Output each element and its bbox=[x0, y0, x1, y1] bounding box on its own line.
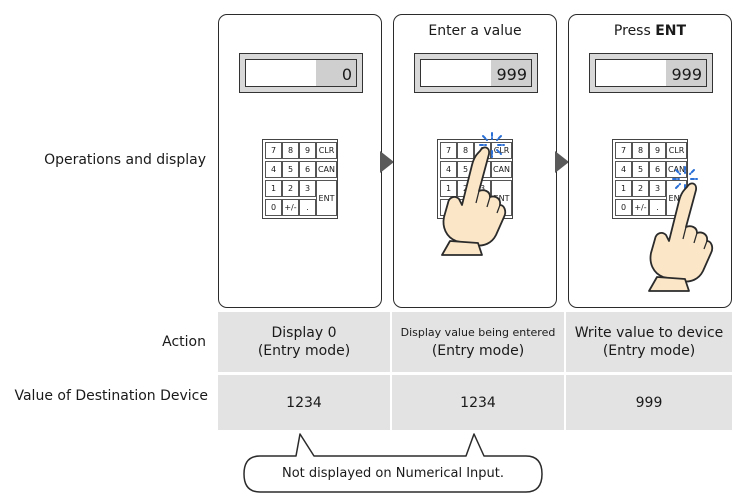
key-clr[interactable]: CLR bbox=[666, 142, 687, 159]
key-8[interactable]: 8 bbox=[632, 142, 649, 159]
action-cell-2: Display value being entered(Entry mode) bbox=[400, 325, 556, 359]
key-5[interactable]: 5 bbox=[282, 161, 299, 178]
key-clr[interactable]: CLR bbox=[491, 142, 512, 159]
key-plus-minus[interactable]: +/- bbox=[632, 199, 649, 216]
key-ent[interactable]: ENT bbox=[316, 180, 337, 216]
display-value: 999 bbox=[496, 65, 527, 84]
key-1[interactable]: 1 bbox=[265, 180, 282, 197]
key-2[interactable]: 2 bbox=[282, 180, 299, 197]
panel-title: Enter a value bbox=[428, 23, 522, 39]
key-decimal[interactable]: . bbox=[299, 199, 316, 216]
row-label-destination: Value of Destination Device bbox=[14, 388, 208, 404]
action-cell-1: Display 0(Entry mode) bbox=[257, 325, 351, 359]
hand-pointer-icon bbox=[648, 182, 714, 292]
panel-title: Press ENT bbox=[613, 23, 687, 39]
key-plus-minus[interactable]: +/- bbox=[282, 199, 299, 216]
key-4[interactable]: 4 bbox=[615, 161, 632, 178]
key-1[interactable]: 1 bbox=[615, 180, 632, 197]
key-4[interactable]: 4 bbox=[440, 161, 457, 178]
key-0[interactable]: 0 bbox=[265, 199, 282, 216]
key-9[interactable]: 9 bbox=[299, 142, 316, 159]
hand-pointer-icon bbox=[441, 146, 507, 256]
key-1[interactable]: 1 bbox=[440, 180, 457, 197]
key-8[interactable]: 8 bbox=[457, 142, 474, 159]
key-7[interactable]: 7 bbox=[440, 142, 457, 159]
destination-cell-3: 999 bbox=[635, 394, 663, 411]
key-clr[interactable]: CLR bbox=[316, 142, 337, 159]
numerical-input-display: 0 bbox=[239, 53, 363, 93]
key-3[interactable]: 3 bbox=[299, 180, 316, 197]
keypad: 7 8 9 CLR 4 5 6 CAN 1 2 3 ENT 0 +/- . bbox=[262, 139, 338, 219]
step-panel-1: 0 7 8 9 CLR 4 5 6 CAN 1 2 3 ENT 0 +/- . bbox=[218, 14, 382, 308]
step-panel-2: Enter a value 999 7 8 9 CLR 4 5 6 CAN 1 … bbox=[393, 14, 557, 308]
key-can[interactable]: CAN bbox=[491, 161, 512, 178]
action-row: Display 0(Entry mode) Display value bein… bbox=[218, 312, 732, 372]
callout-text: Not displayed on Numerical Input. bbox=[281, 466, 504, 481]
key-7[interactable]: 7 bbox=[265, 142, 282, 159]
key-2[interactable]: 2 bbox=[632, 180, 649, 197]
key-8[interactable]: 8 bbox=[282, 142, 299, 159]
key-9[interactable]: 9 bbox=[649, 142, 666, 159]
key-can[interactable]: CAN bbox=[316, 161, 337, 178]
step-arrow-icon bbox=[380, 151, 394, 173]
destination-cell-1: 1234 bbox=[286, 394, 322, 411]
key-6[interactable]: 6 bbox=[649, 161, 666, 178]
numerical-input-display: 999 bbox=[414, 53, 538, 93]
display-value: 999 bbox=[671, 65, 702, 84]
row-label-action: Action bbox=[162, 334, 206, 350]
display-value: 0 bbox=[341, 65, 352, 84]
key-3[interactable]: 3 bbox=[649, 180, 666, 197]
key-4[interactable]: 4 bbox=[265, 161, 282, 178]
action-cell-3: Write value to device(Entry mode) bbox=[574, 325, 724, 359]
step-arrow-icon bbox=[555, 151, 569, 173]
callout-bubble bbox=[243, 433, 543, 493]
step-panel-3: Press ENT 999 7 8 9 CLR 4 5 6 CAN 1 2 3 … bbox=[568, 14, 732, 308]
row-label-operations: Operations and display bbox=[44, 152, 206, 168]
destination-cell-2: 1234 bbox=[460, 394, 496, 411]
destination-row: 1234 1234 999 bbox=[218, 375, 732, 430]
key-decimal[interactable]: . bbox=[649, 199, 666, 216]
numerical-input-display: 999 bbox=[589, 53, 713, 93]
key-7[interactable]: 7 bbox=[615, 142, 632, 159]
key-0[interactable]: 0 bbox=[615, 199, 632, 216]
key-5[interactable]: 5 bbox=[632, 161, 649, 178]
key-6[interactable]: 6 bbox=[299, 161, 316, 178]
